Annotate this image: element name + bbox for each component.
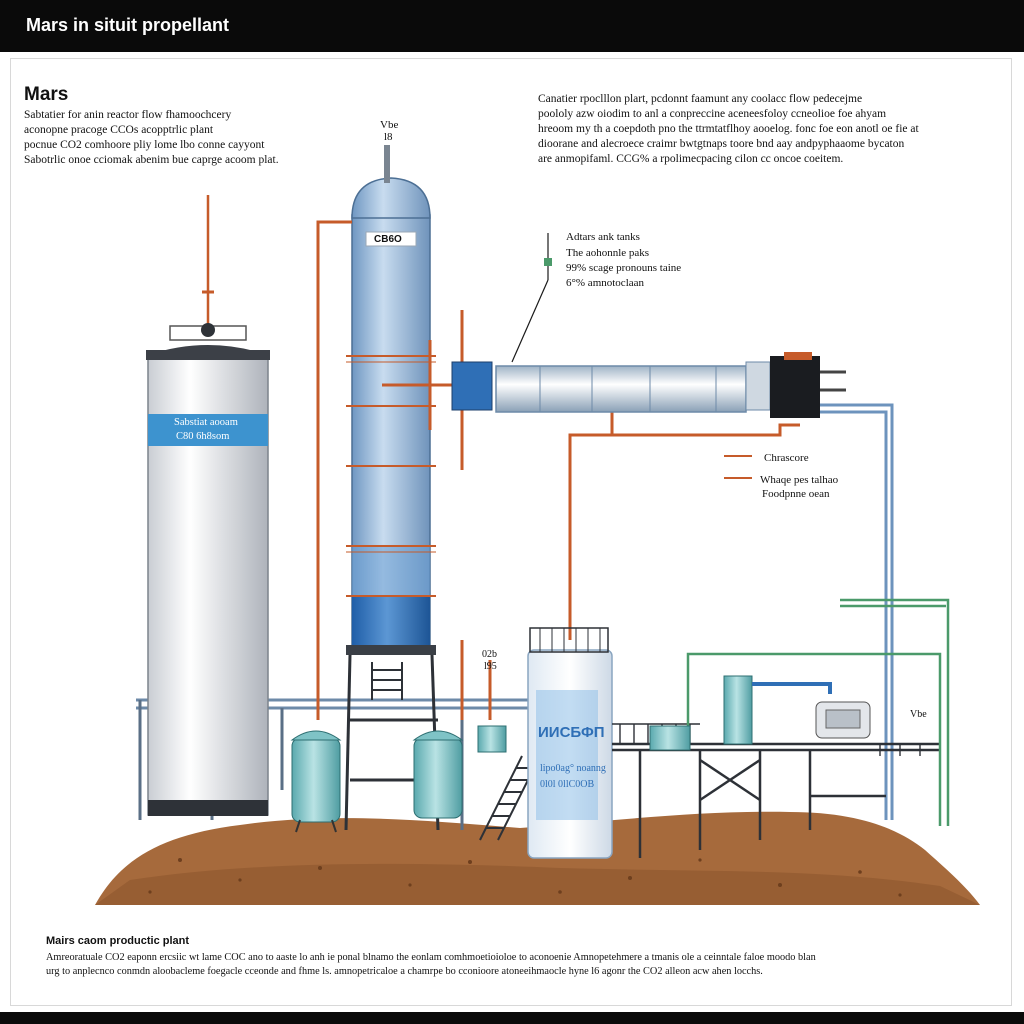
heat-exchanger [451, 352, 846, 418]
silo-tank [146, 195, 270, 816]
intro-heading: Mars [24, 84, 69, 105]
tank-plate-line: 0l0l 0llC0OB [540, 779, 595, 790]
callout-leaders [511, 233, 549, 363]
exchanger-outlet-pipes [820, 403, 894, 820]
small-pump [477, 725, 507, 753]
compressor-unit [815, 701, 871, 739]
mars-ground-shadow [95, 863, 980, 905]
column-top-label: l8 [384, 131, 393, 143]
tank-callout-line: The aohonnle paks [566, 247, 650, 259]
intro-line: Sabotrlic onoe cciomak abenim bue caprge… [24, 154, 279, 166]
title-bar: Mars in situit propellant [0, 0, 1024, 52]
content-frame [10, 58, 1012, 1006]
description-line: dioorane and alecroece craimr bwtgtnaps … [538, 138, 905, 150]
caption-line: urg to anplecnco conmdn aloobacleme foeg… [46, 966, 763, 977]
tank-callout-line: Adtars ank tanks [566, 231, 640, 243]
page-title: Mars in situit propellant [26, 15, 230, 35]
caption-line: Amreoratuale CO2 eaponn ercsiic wt lame … [46, 952, 816, 963]
tank-plate-title: ИИСБФП [538, 724, 605, 741]
description-line: poololy azw oiodim to anl a conpreccine … [538, 108, 887, 120]
small-mark: 02b [482, 649, 497, 660]
column-plate: CB6O [374, 234, 402, 245]
sensor-callout-line: Whaqe pes talhao [760, 474, 839, 486]
callout-marker [544, 258, 552, 266]
column-top-label: Vbe [380, 119, 399, 131]
product-tank [527, 627, 613, 859]
intro-line: pocnue CO2 comhoore pliy lome lbo conne … [24, 139, 265, 151]
silo-plate-line: C80 6h8som [176, 431, 230, 442]
small-mark: l95 [484, 661, 497, 672]
bottom-bar [0, 1012, 1024, 1024]
description-line: Canatier rpoclllon plart, pcdonnt faamun… [538, 93, 863, 105]
teal-tank [290, 730, 342, 833]
column-ladder [371, 662, 403, 700]
intro-line: aconopne pracoge CCOs acopptrlic plant [24, 124, 214, 136]
tank-callout-line: 99% scage pronouns taine [566, 262, 682, 274]
ground-pebbles [148, 858, 902, 897]
silo-plate-line: Sabstiat aooam [174, 417, 238, 428]
sensor-callout-line: Foodpnne oean [762, 488, 830, 500]
green-frame [686, 598, 950, 826]
description-line: are anmopifaml. CCG% a rpolimecpacing ci… [538, 153, 844, 165]
tank-plate-line: lipo0ag° noanng [540, 763, 606, 774]
sensor-ticks [724, 455, 752, 479]
reactor-column [346, 145, 436, 655]
description-line: hreoom my th a coepdoth pno the ttrmtatf… [538, 123, 919, 135]
teal-tank [412, 730, 464, 819]
separator-vessel [649, 675, 832, 751]
caption-title: Mairs caom productic plant [46, 935, 190, 947]
small-mark: Vbe [910, 709, 927, 720]
tank-callout-line: 6°% amnotoclaan [566, 277, 645, 289]
intro-line: Sabtatier for anin reactor flow fhamooch… [24, 109, 232, 121]
sensor-callout-line: Chrascore [764, 452, 809, 464]
